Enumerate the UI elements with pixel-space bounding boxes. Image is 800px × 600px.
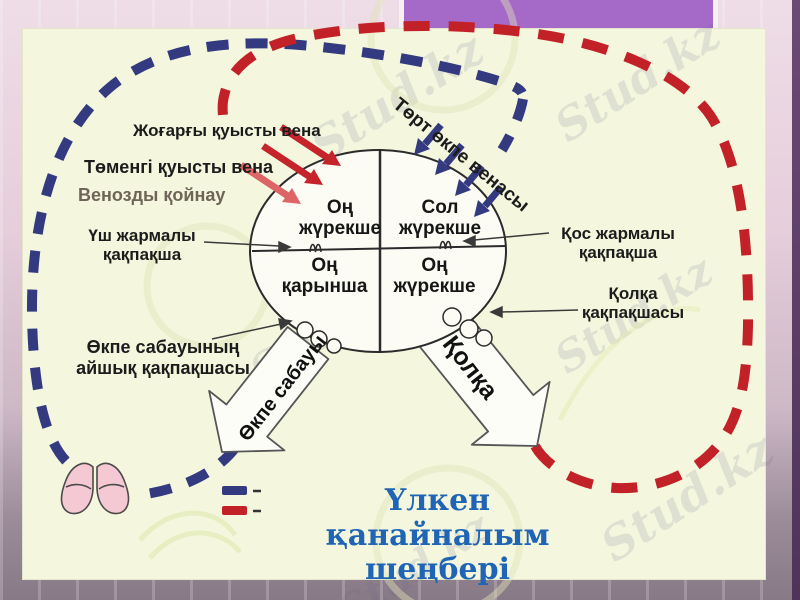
label-inferior-vena-cava: Төменгі қуысты вена — [84, 157, 273, 177]
vena-cava-arrows — [239, 124, 341, 204]
heart-partitions — [251, 151, 507, 351]
venous-loop-dashed — [26, 38, 528, 500]
chamber-left-atrium: Сол жүрекше — [398, 197, 482, 240]
chamber-left-ventricle: Оң жүрекше — [393, 255, 476, 298]
legend — [222, 486, 261, 515]
label-aortic-valve: Қолқа қақпақшасы — [581, 284, 685, 323]
label-bicuspid-valve: Қос жармалы қақпақша — [561, 224, 675, 263]
heart-outline — [249, 149, 507, 354]
chamber-right-ventricle: Оң қарынша — [281, 255, 368, 298]
pointer-lines — [203, 232, 579, 340]
bicuspid-valve-mark — [439, 240, 452, 250]
label-tricuspid-valve: Үш жармалы қақпақша — [88, 226, 196, 265]
legend-arterial-swatch — [222, 506, 247, 515]
pointer-aortic-valve — [500, 309, 579, 313]
arterial-loop-dashed — [217, 20, 754, 494]
tricuspid-valve-mark — [309, 243, 322, 253]
lungs-icon — [60, 462, 130, 515]
chamber-right-atrium: Оң жүрекше — [298, 197, 382, 240]
label-pulmonary-valve: Өкпе сабауының айшық қақпақшасы — [76, 337, 250, 378]
label-superior-vena-cava: Жоғарғы қуысты вена — [133, 121, 321, 140]
right-edge-strip — [792, 0, 800, 600]
valve-scallops — [296, 307, 493, 354]
label-venous-sinus: Венозды қойнау — [78, 185, 226, 205]
pulmonary-trunk-arrow — [208, 326, 330, 453]
pulmonary-vein-arrows — [414, 122, 504, 217]
pointer-tricuspid — [203, 241, 280, 247]
pointer-bicuspid — [473, 232, 550, 241]
pointer-pulmonary-valve — [211, 323, 282, 340]
caption-systemic-circulation: Үлкен қанайналым шеңбері — [325, 483, 550, 587]
legend-venous-swatch — [222, 486, 247, 495]
